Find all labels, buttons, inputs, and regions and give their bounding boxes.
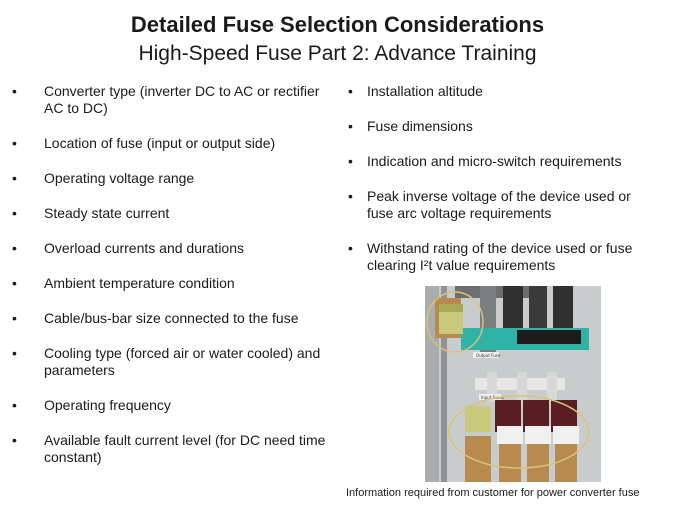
output-fuse-label: Output Fuse: [476, 353, 501, 358]
bullet-item: Peak inverse voltage of the device used …: [348, 188, 658, 222]
bullet-item: Converter type (inverter DC to AC or rec…: [12, 83, 337, 117]
bullet-item: Operating voltage range: [12, 170, 337, 187]
bullet-item: Ambient temperature condition: [12, 275, 337, 292]
fuse-assembly-illustration: Output Fuse Input Fuses: [425, 286, 601, 482]
bullet-item: Cooling type (forced air or water cooled…: [12, 345, 337, 379]
bullet-item: Withstand rating of the device used or f…: [348, 240, 658, 274]
bullet-item: Overload currents and durations: [12, 240, 337, 257]
bullet-item: Fuse dimensions: [348, 118, 658, 135]
bullet-item: Operating frequency: [12, 397, 337, 414]
slide-subtitle: High-Speed Fuse Part 2: Advance Training: [138, 42, 537, 65]
bullet-item: Cable/bus-bar size connected to the fuse: [12, 310, 337, 327]
input-fuses-label: Input Fuses: [481, 395, 504, 400]
bullet-item: Installation altitude: [348, 83, 658, 100]
right-bullet-list: Installation altitude Fuse dimensions In…: [348, 83, 658, 274]
photo-caption: Information required from customer for p…: [346, 487, 640, 499]
bullet-item: Available fault current level (for DC ne…: [12, 432, 337, 466]
left-bullet-list: Converter type (inverter DC to AC or rec…: [12, 83, 337, 466]
bullet-item: Indication and micro-switch requirements: [348, 153, 658, 170]
slide-title: Detailed Fuse Selection Considerations: [130, 12, 545, 37]
bullet-item: Steady state current: [12, 205, 337, 222]
bullet-item: Location of fuse (input or output side): [12, 135, 337, 152]
power-converter-fuse-photo: Output Fuse Input Fuses: [425, 286, 601, 482]
